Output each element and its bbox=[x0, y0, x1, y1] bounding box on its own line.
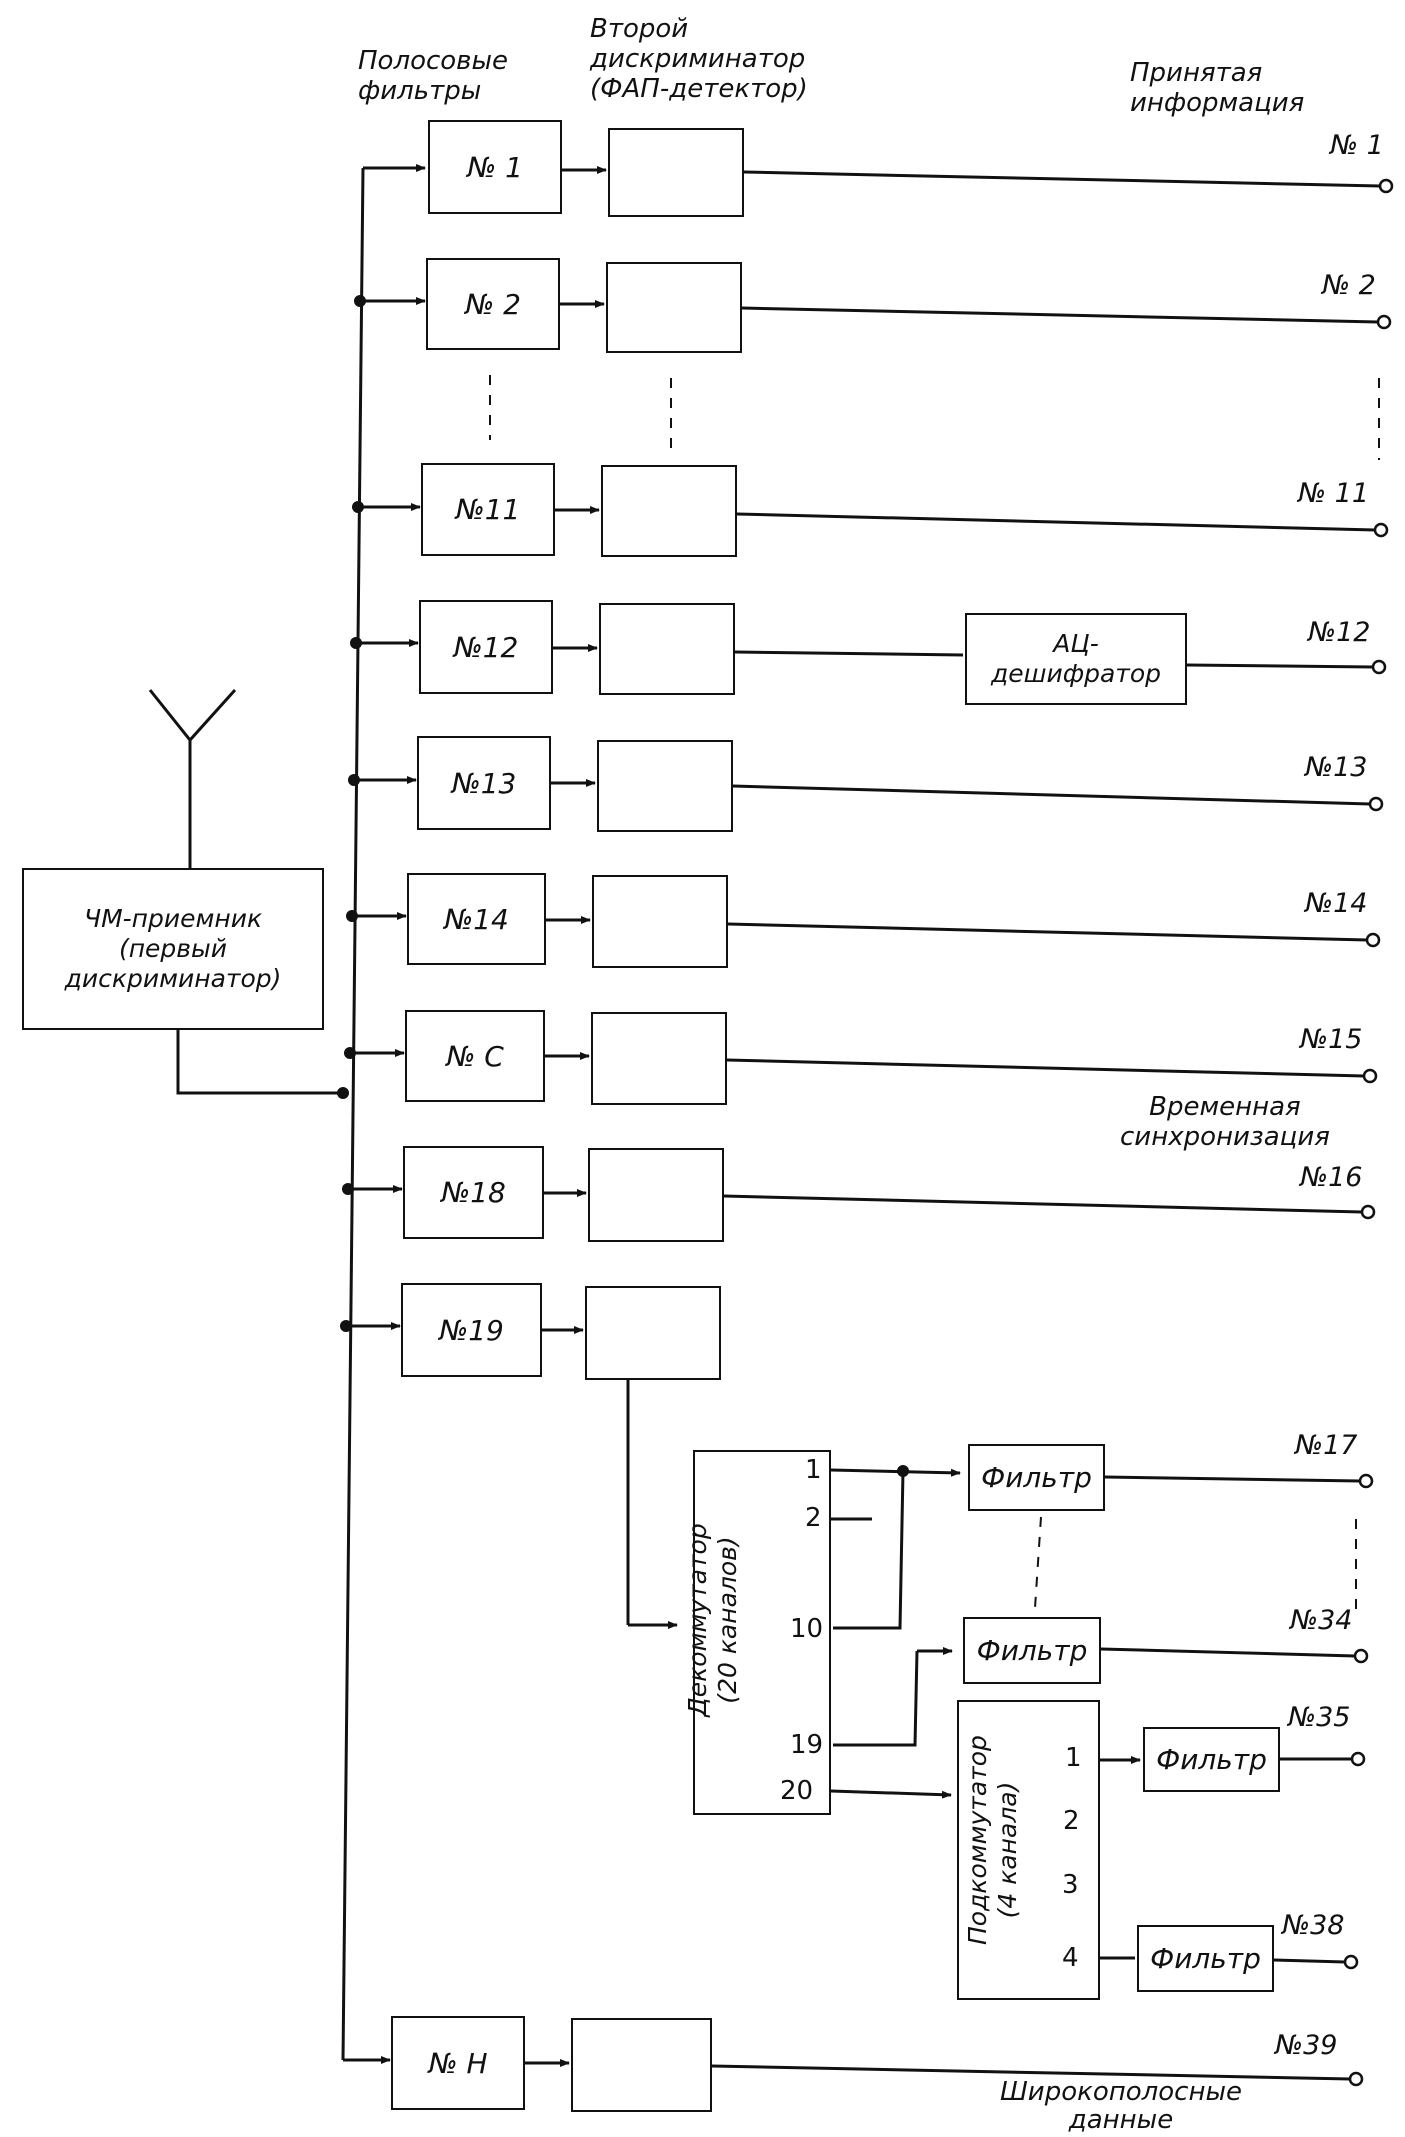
decommutator-pin-1: 1 bbox=[805, 1455, 822, 1485]
subcommutator-label: Подкоммутатор (4 канала) bbox=[963, 1735, 1022, 1945]
decommutator-label: Декоммутатор (20 каналов) bbox=[683, 1523, 742, 1717]
output-label-35: №35 bbox=[1288, 1702, 1351, 1733]
output-label-38: №38 bbox=[1282, 1910, 1345, 1941]
bandpass-filter-13: №13 bbox=[417, 736, 551, 830]
bandpass-filter-h: № Н bbox=[391, 2016, 525, 2110]
time-sync-label: Временная синхронизация bbox=[1120, 1092, 1330, 1152]
output-label-1: № 1 bbox=[1330, 130, 1384, 161]
pll-detector-18 bbox=[588, 1148, 724, 1242]
pll-detector-h bbox=[571, 2018, 712, 2112]
decommutator-pin-19: 19 bbox=[790, 1730, 824, 1760]
bandpass-filter-2: № 2 bbox=[426, 258, 560, 350]
pll-detector-19 bbox=[585, 1286, 721, 1380]
subcommutator-pin-1: 1 bbox=[1065, 1743, 1082, 1773]
pll-detector-c bbox=[591, 1012, 727, 1105]
subcommutator-block bbox=[957, 1700, 1100, 2000]
ac-decipher-block: АЦ- дешифратор bbox=[965, 613, 1187, 705]
output-label-15: №15 bbox=[1300, 1024, 1363, 1055]
bandpass-filter-12: №12 bbox=[419, 600, 553, 694]
filter-35: Фильтр bbox=[1143, 1727, 1280, 1792]
second-discriminator-header: Второй дискриминатор (ФАП-детектор) bbox=[590, 14, 808, 104]
decommutator-pin-20: 20 bbox=[780, 1776, 814, 1806]
pll-detector-2 bbox=[606, 262, 742, 353]
pll-detector-13 bbox=[597, 740, 733, 832]
output-label-2: № 2 bbox=[1322, 270, 1376, 301]
bandpass-filter-19: №19 bbox=[401, 1283, 542, 1377]
subcommutator-pin-4: 4 bbox=[1062, 1943, 1079, 1973]
bandpass-filter-1: № 1 bbox=[428, 120, 562, 214]
output-label-34: №34 bbox=[1290, 1605, 1353, 1636]
subcommutator-pin-2: 2 bbox=[1063, 1806, 1080, 1836]
fm-receiver-block: ЧМ-приемник (первый дискриминатор) bbox=[22, 868, 324, 1030]
output-label-17: №17 bbox=[1295, 1430, 1358, 1461]
output-label-12: №12 bbox=[1308, 617, 1371, 648]
decommutator-pin-2: 2 bbox=[805, 1503, 822, 1533]
bandpass-filters-header: Полосовые фильтры bbox=[358, 46, 509, 106]
output-label-14: №14 bbox=[1305, 888, 1368, 919]
bandpass-filter-18: №18 bbox=[403, 1146, 544, 1239]
bandpass-filter-c: № С bbox=[405, 1010, 545, 1102]
subcommutator-pin-3: 3 bbox=[1062, 1870, 1079, 1900]
decommutator-block bbox=[693, 1450, 831, 1815]
filter-17: Фильтр bbox=[968, 1444, 1105, 1511]
received-info-header: Принятая информация bbox=[1130, 58, 1305, 118]
wideband-data-label: Широкополосные данные bbox=[1000, 2077, 1242, 2135]
pll-detector-12 bbox=[599, 603, 735, 695]
output-label-39: №39 bbox=[1275, 2030, 1338, 2061]
bandpass-filter-14: №14 bbox=[407, 873, 546, 965]
bandpass-filter-11: №11 bbox=[421, 463, 555, 556]
output-label-13: №13 bbox=[1305, 752, 1368, 783]
pll-detector-11 bbox=[601, 465, 737, 557]
pll-detector-1 bbox=[608, 128, 744, 217]
output-label-16: №16 bbox=[1300, 1162, 1363, 1193]
pll-detector-14 bbox=[592, 875, 728, 968]
output-label-11: № 11 bbox=[1298, 478, 1370, 509]
filter-34: Фильтр bbox=[963, 1617, 1101, 1684]
decommutator-pin-10: 10 bbox=[790, 1614, 824, 1644]
filter-38: Фильтр bbox=[1137, 1925, 1274, 1992]
